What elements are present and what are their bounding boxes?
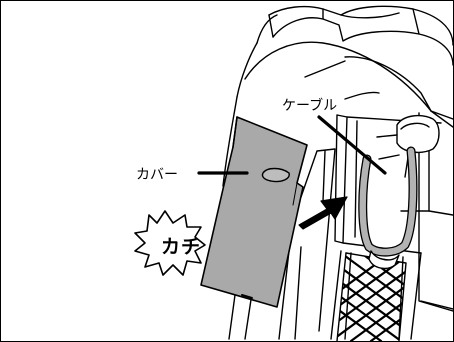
insert-direction-arrow bbox=[298, 196, 348, 230]
cable-label: ケーブル bbox=[282, 98, 338, 114]
click-sound-label: カチ bbox=[161, 236, 202, 258]
cable bbox=[358, 146, 418, 270]
mesh-panel bbox=[336, 252, 407, 341]
cover-panel bbox=[200, 116, 308, 308]
cable-leader-line bbox=[317, 115, 387, 175]
click-burst-icon bbox=[134, 210, 206, 276]
chair-back bbox=[222, 5, 453, 312]
cover-label: カバー bbox=[136, 167, 178, 183]
